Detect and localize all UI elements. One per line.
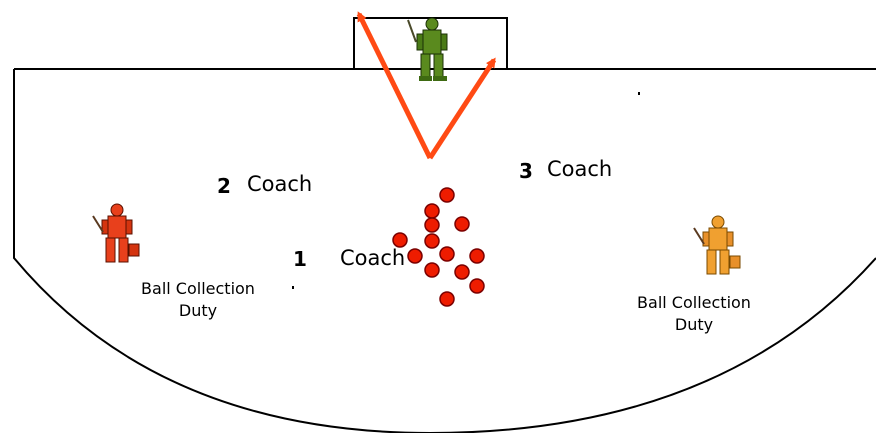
right-duty-label: Ball Collection Duty — [624, 292, 764, 336]
ball-icon — [439, 187, 455, 203]
ball-icon — [424, 262, 440, 278]
ball-icon — [424, 203, 440, 219]
marker-dot — [292, 286, 294, 289]
left-duty-line1: Ball Collection — [141, 279, 255, 298]
ball-icon — [424, 233, 440, 249]
left-duty-label: Ball Collection Duty — [128, 278, 268, 322]
ball-icon — [439, 246, 455, 262]
ball-icon — [392, 232, 408, 248]
ball-icon — [454, 264, 470, 280]
station-1-coach-label: Coach — [340, 246, 406, 270]
ball-icon — [454, 216, 470, 232]
station-1-number: 1 — [293, 247, 307, 271]
ball-icon — [469, 248, 485, 264]
station-2-coach-label: Coach — [247, 172, 313, 196]
ball-icon — [407, 248, 423, 264]
station-3-coach-label: Coach — [547, 157, 613, 181]
station-2-number: 2 — [217, 174, 231, 198]
goalkeeper-icon — [693, 215, 741, 275]
ball-icon — [424, 217, 440, 233]
goalkeeper-icon — [92, 203, 140, 263]
ball-icon — [439, 291, 455, 307]
balls — [392, 187, 485, 307]
arrow-right — [427, 57, 497, 160]
right-duty-line2: Duty — [674, 315, 714, 334]
ball-icon — [469, 278, 485, 294]
marker-dot — [638, 92, 640, 95]
station-3-number: 3 — [519, 159, 533, 183]
left-duty-line2: Duty — [178, 301, 218, 320]
right-duty-line1: Ball Collection — [637, 293, 751, 312]
arrow-left — [356, 11, 433, 160]
shooting-circle — [13, 68, 876, 433]
goalkeeper-icon — [407, 17, 448, 81]
